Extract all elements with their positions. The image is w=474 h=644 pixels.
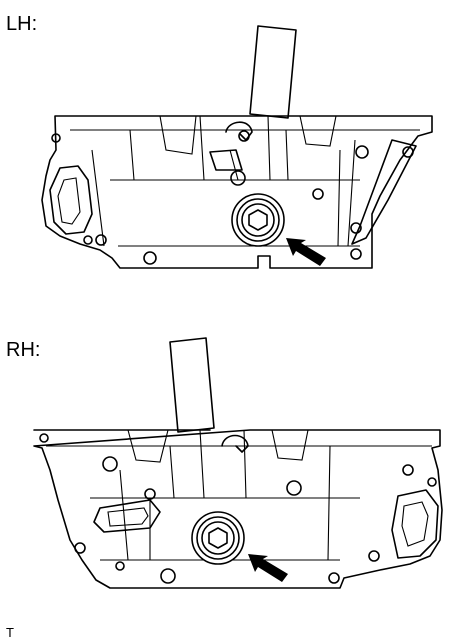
lh-head-body [41, 115, 433, 269]
pointer-arrow-icon [286, 238, 326, 266]
rh-bolt-holes [39, 433, 437, 584]
lh-bolt-holes [51, 130, 414, 265]
figure-code: T [6, 625, 14, 640]
lh-port-opening [57, 177, 81, 225]
rh-tool-bar [169, 337, 215, 433]
lh-cam-hook [225, 121, 253, 141]
rh-cam-hook [221, 434, 249, 453]
rh-left-port-opening [107, 507, 149, 527]
lh-webs [91, 115, 356, 247]
rh-left-port [93, 499, 161, 533]
rh-right-port [391, 489, 439, 559]
lh-cam-cap [209, 149, 243, 171]
lh-hex-socket-plug [231, 193, 285, 247]
rh-hex-socket-plug [191, 511, 245, 565]
pointer-arrow-icon [248, 554, 288, 582]
lh-cylinder-head-illustration [41, 25, 433, 269]
rh-head-body [33, 429, 443, 589]
rh-webs [119, 429, 331, 561]
rh-right-port-opening [401, 501, 429, 547]
rh-cylinder-head-illustration [33, 337, 443, 589]
lh-label: LH: [6, 13, 38, 35]
rh-label: RH: [6, 339, 41, 361]
lh-port-flange [49, 165, 93, 235]
lh-lower-rails [110, 179, 360, 247]
lh-tool-bar [249, 25, 297, 119]
